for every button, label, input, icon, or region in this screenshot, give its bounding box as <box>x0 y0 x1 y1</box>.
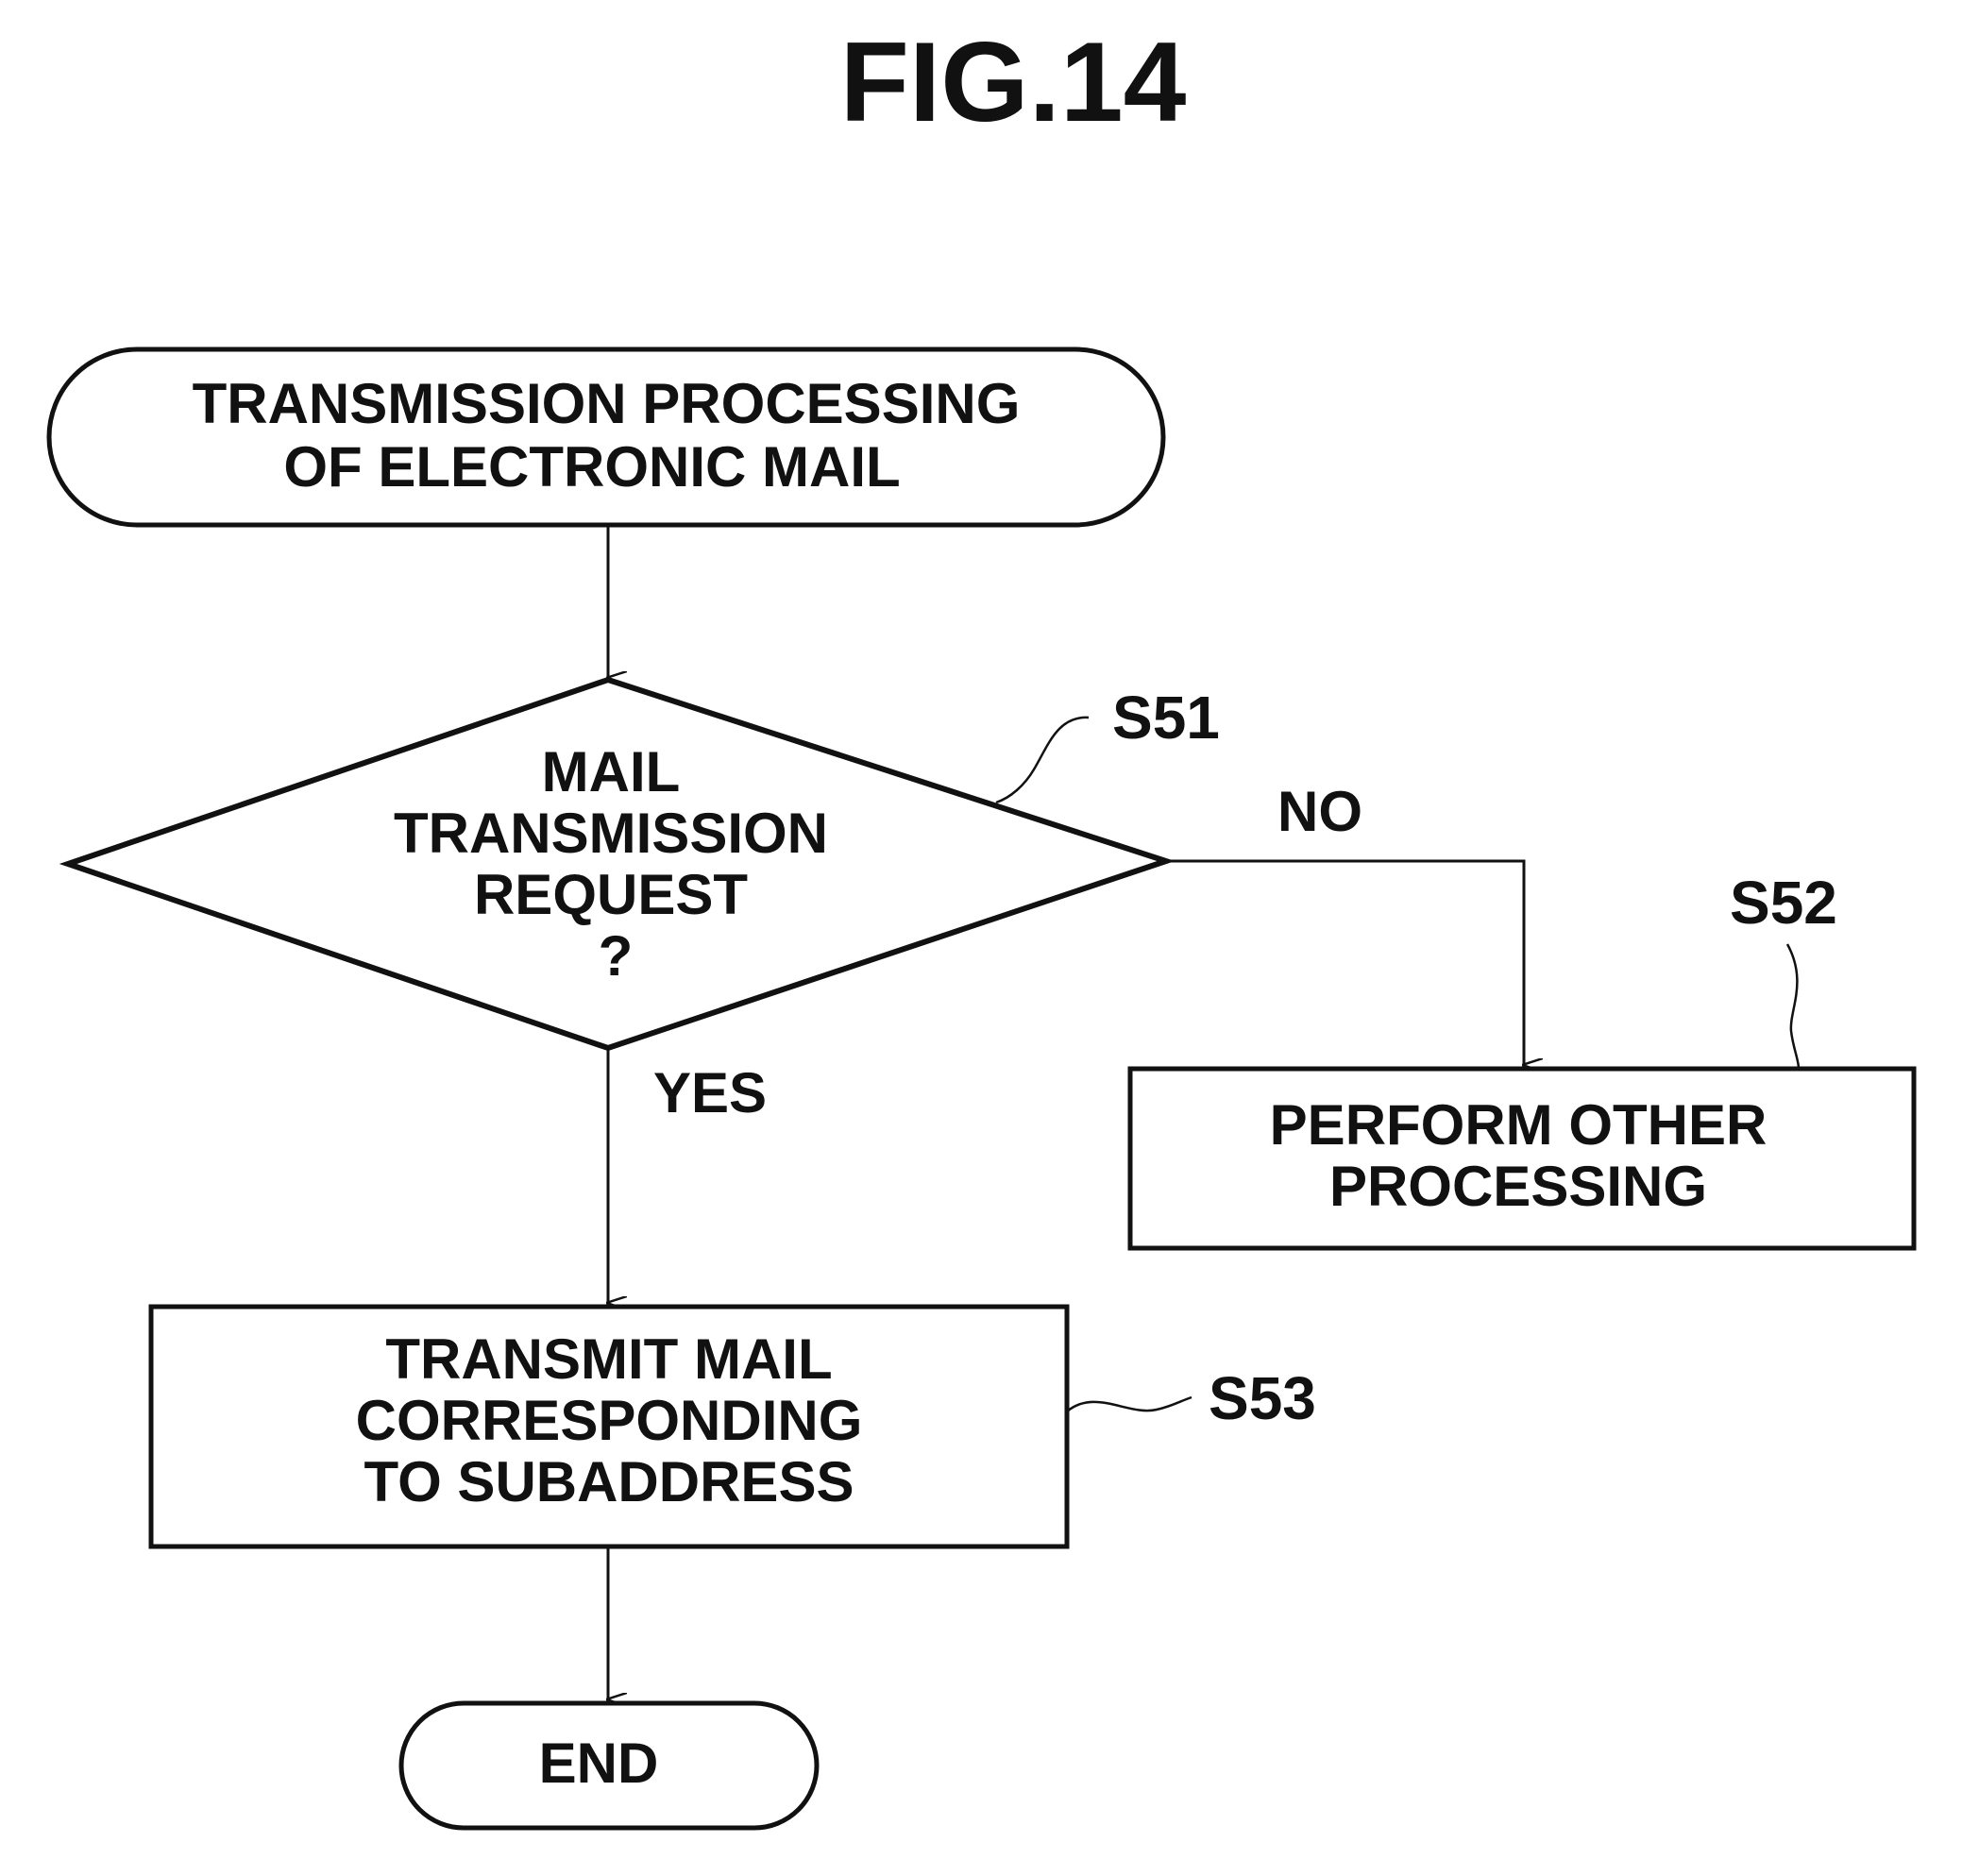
other-processing-line1: PERFORM OTHER <box>1270 1093 1768 1157</box>
decision-label-line2: TRANSMISSION <box>394 802 828 865</box>
transmit-line2: CORRESPONDING <box>356 1389 863 1452</box>
figure-title: FIG.14 <box>840 19 1187 145</box>
edge-no-branch <box>1166 861 1524 1065</box>
other-processing-box: PERFORM OTHER PROCESSING <box>1130 1069 1914 1248</box>
end-terminator: END <box>401 1703 817 1828</box>
transmit-mail-box: TRANSMIT MAIL CORRESPONDING TO SUBADDRES… <box>151 1307 1067 1546</box>
leader-s53 <box>1067 1397 1192 1411</box>
end-label: END <box>539 1732 659 1795</box>
edge-label-yes: YES <box>653 1061 767 1124</box>
step-label-s51: S51 <box>1112 684 1220 752</box>
start-label-line2: OF ELECTRONIC MAIL <box>283 435 900 499</box>
edge-label-no: NO <box>1277 780 1362 843</box>
decision-label-line1: MAIL <box>542 740 681 803</box>
start-terminator: TRANSMISSION PROCESSING OF ELECTRONIC MA… <box>49 349 1163 525</box>
decision-diamond: MAIL TRANSMISSION REQUEST ? <box>68 680 1166 1048</box>
leader-s51 <box>996 718 1089 803</box>
transmit-line1: TRANSMIT MAIL <box>385 1327 832 1391</box>
start-label-line1: TRANSMISSION PROCESSING <box>193 372 1021 435</box>
step-label-s53: S53 <box>1209 1364 1316 1432</box>
transmit-line3: TO SUBADDRESS <box>364 1450 854 1513</box>
decision-label-line3: REQUEST <box>474 863 748 926</box>
step-label-s52: S52 <box>1730 869 1837 937</box>
leader-s52 <box>1787 944 1799 1069</box>
decision-label-line4: ? <box>599 924 634 988</box>
other-processing-line2: PROCESSING <box>1329 1155 1707 1218</box>
